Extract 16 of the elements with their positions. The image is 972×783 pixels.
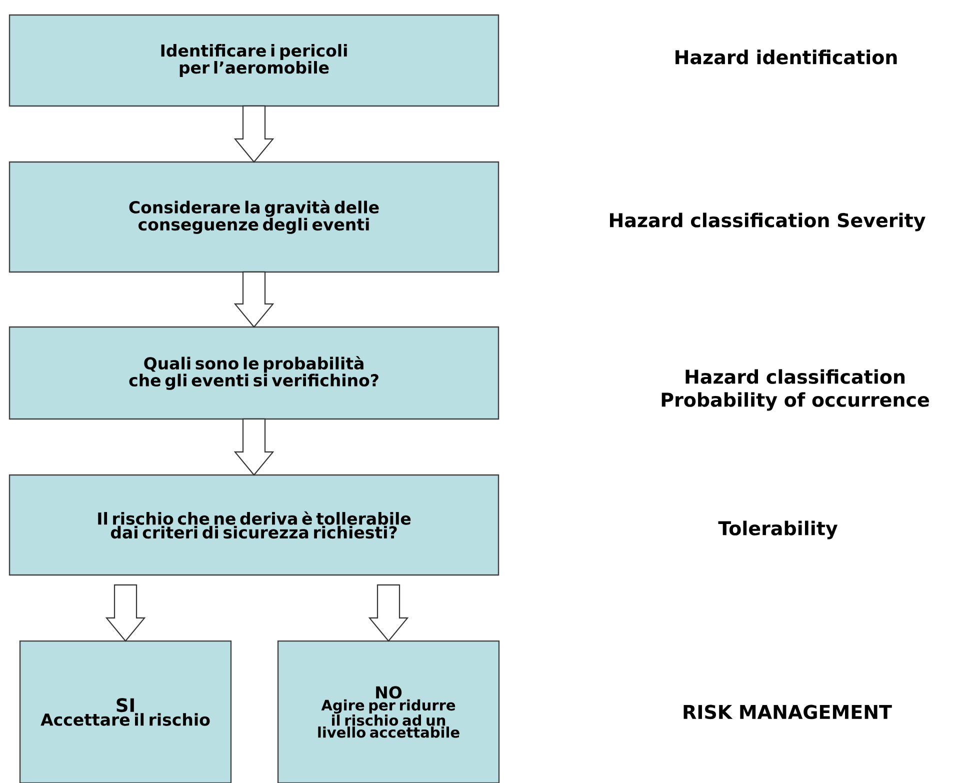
side-label: Hazard identification <box>676 50 897 64</box>
block-arrow <box>234 105 274 163</box>
block-arrow <box>234 418 274 476</box>
side-label: Hazard classification Severity <box>610 212 926 232</box>
block-arrow <box>368 584 409 642</box>
side-label: RISK MANAGEMENT <box>684 704 892 720</box>
process-box: Considerare la gravità delle conseguenze degli eventi <box>8 161 500 273</box>
process-box: Quali sono le probabilità che gli eventi si verifichino? <box>8 326 500 420</box>
side-label: Tolerability <box>718 520 838 540</box>
outcome-box: NO Agire per ridurre il rischio ad un livello accettabile <box>277 640 500 783</box>
side-label: Hazard classification Probability of occurrence <box>662 369 929 411</box>
outcome-box: SI Accettare il rischio <box>19 640 232 783</box>
process-box: Identificare i pericoli per l’aeromobile <box>8 14 500 107</box>
block-arrow <box>105 584 146 642</box>
decision-box: Il rischio che ne deriva è tollerabile dai criteri di sicurezza richiesti? <box>8 474 500 576</box>
block-arrow <box>234 271 274 328</box>
